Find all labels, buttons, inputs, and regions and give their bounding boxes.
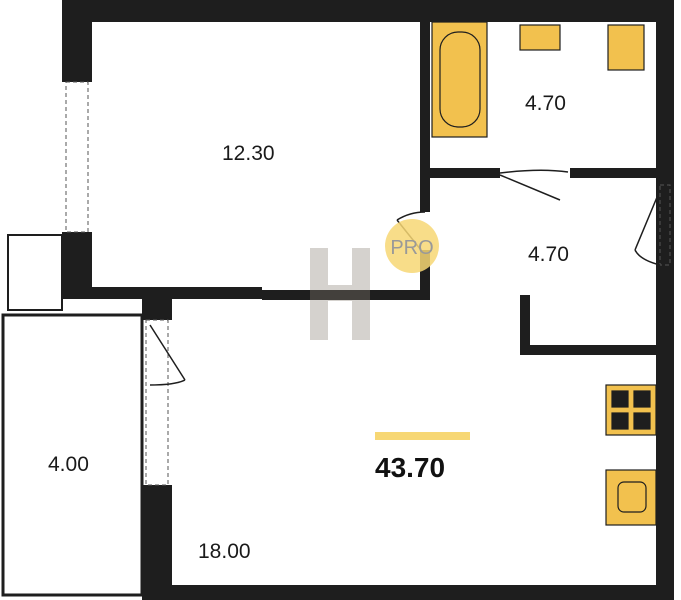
pro-badge-text: PRO	[390, 237, 433, 259]
watermark-logo	[310, 248, 370, 340]
room-area-bathroom: 4.70	[525, 92, 566, 115]
total-area-bar	[375, 432, 470, 440]
total-area: 43.70	[375, 452, 446, 483]
small-balcony	[7, 234, 63, 311]
room-area-balcony: 4.00	[48, 453, 89, 476]
pro-badge	[385, 219, 439, 273]
kitchen-sink-icon	[605, 469, 657, 526]
room-area-hallway: 4.70	[528, 243, 569, 266]
room-area-living: 18.00	[198, 540, 251, 563]
toilet-icon	[607, 24, 645, 71]
windows	[65, 81, 671, 486]
room-area-bedroom: 12.30	[222, 142, 275, 165]
fixtures	[431, 21, 657, 526]
walls	[62, 0, 674, 600]
washbasin-icon	[519, 24, 561, 51]
balcony-outline	[1, 313, 144, 597]
